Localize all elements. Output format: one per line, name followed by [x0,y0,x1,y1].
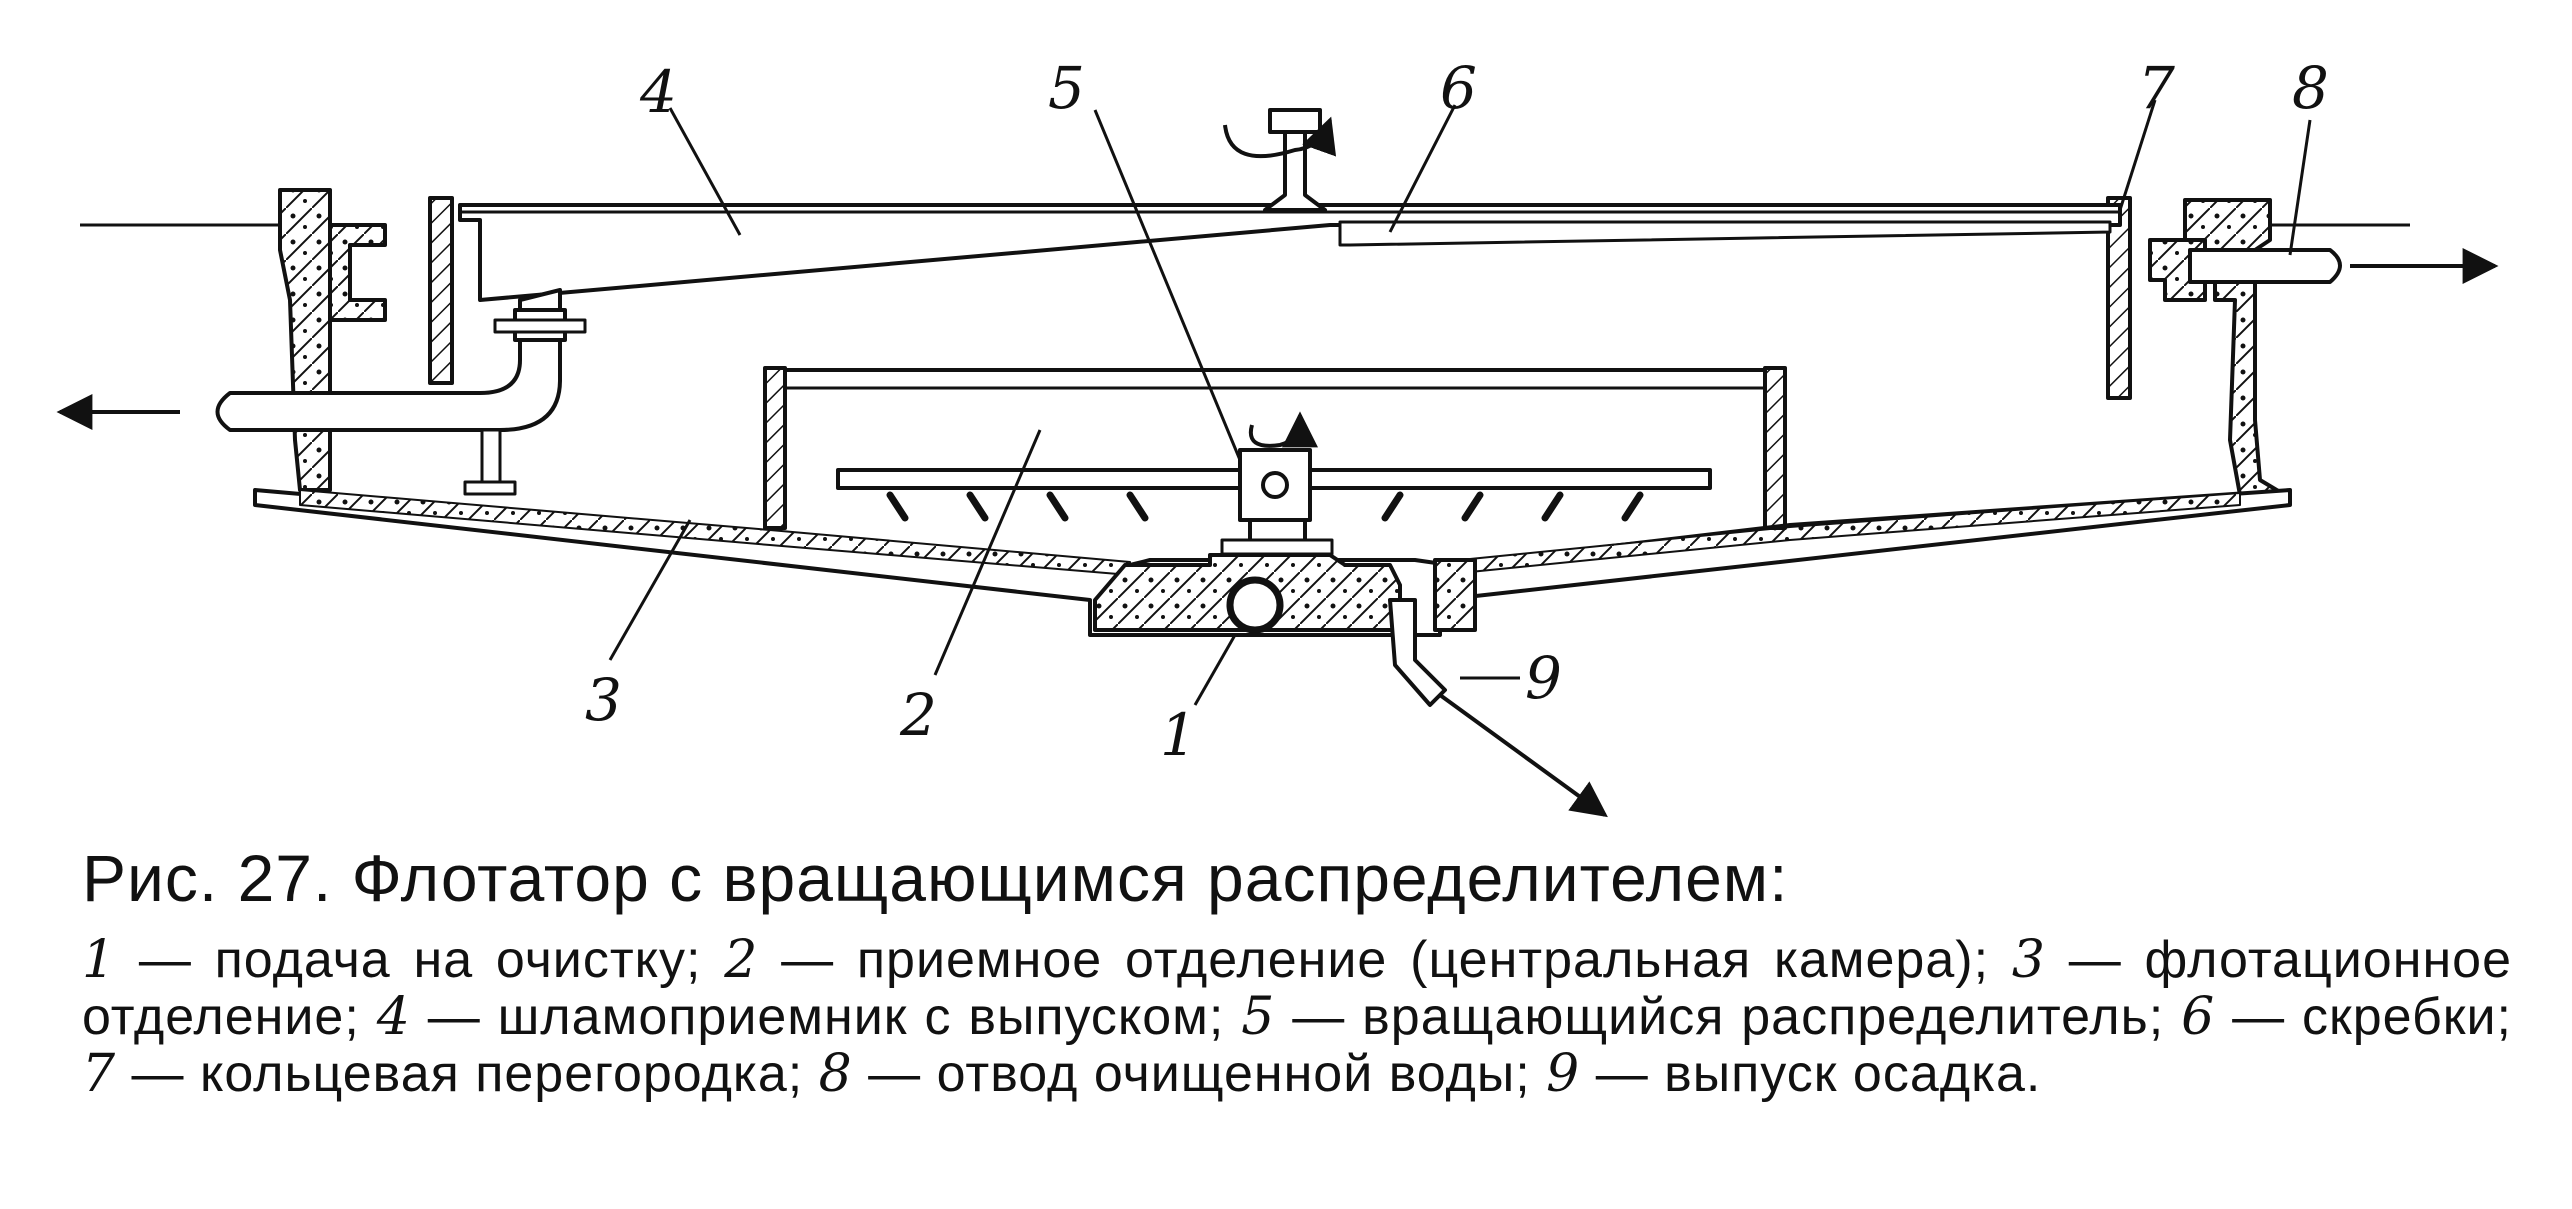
figure-legend: 1 — подача на очистку; 2 — приемное отде… [82,932,2512,1103]
rotation-arrow-hub [1248,411,1318,448]
leader-7 [2118,99,2157,211]
central-chamber-left-wall [763,366,787,530]
left-baffle [428,196,454,385]
leader-4 [668,107,742,236]
sludge-receiver [458,203,2122,302]
left-wall-step [328,223,387,322]
legend-item-3: 3 — флота­ционное отделение; [82,930,2513,1046]
left-outlet-pipe [215,288,562,432]
legend-item-4: 4 — шламоприемник с выпуском; [376,987,1242,1047]
legend-item-5: 5 — вращающийся распреде­литель; [1241,987,2182,1047]
legend-item-1: 1 — подача на очистку; [82,930,725,990]
sludge-outlet [1388,598,1447,707]
label-3: 3 [585,666,622,734]
leader-1 [1193,634,1237,706]
label-6: 6 [1440,54,1477,122]
right-sump-block [1433,558,1477,632]
leader-6 [1388,104,1457,233]
leader-5 [1093,109,1242,461]
label-9: 9 [1525,644,1562,712]
distributor-nozzles [886,491,1644,522]
label-7: 7 [2138,54,2175,122]
legend-item-8: 8 — отвод очищенной воды; [818,1044,1547,1104]
bottom-hatch-band-right [1439,492,2241,576]
flotator-diagram: 4 5 6 7 8 3 2 1 9 [56,54,2499,818]
label-1: 1 [1160,701,1197,769]
leader-8 [2288,119,2312,256]
legend-item-2: 2 — приемное отделение (центральная каме… [724,930,2012,990]
left-outer-wall [278,188,332,492]
scraper [1338,220,2112,247]
bottom-hatch-band [299,489,1131,576]
supply-pipe [1226,576,1284,634]
label-5: 5 [1048,54,1085,122]
label-4: 4 [639,58,677,126]
label-2: 2 [899,681,937,749]
sediment-arrow [1438,693,1608,818]
legend-item-9: 9 — выпуск осадка. [1546,1044,2042,1104]
leader-3 [608,519,692,661]
legend-item-7: 7 — кольцевая перегородка; [82,1044,819,1104]
figure-caption-title: Рис. 27. Флотатор с вращающимся распреде… [82,841,1789,915]
label-8: 8 [2292,54,2329,122]
leader-2 [933,429,1042,676]
rotation-arrow-top [1223,116,1337,159]
clean-water-outlet [2188,248,2342,284]
annular-baffle [2106,196,2132,400]
central-chamber-right-wall [1763,366,1787,530]
legend-item-6: 6 — скребки; [2181,987,2512,1047]
